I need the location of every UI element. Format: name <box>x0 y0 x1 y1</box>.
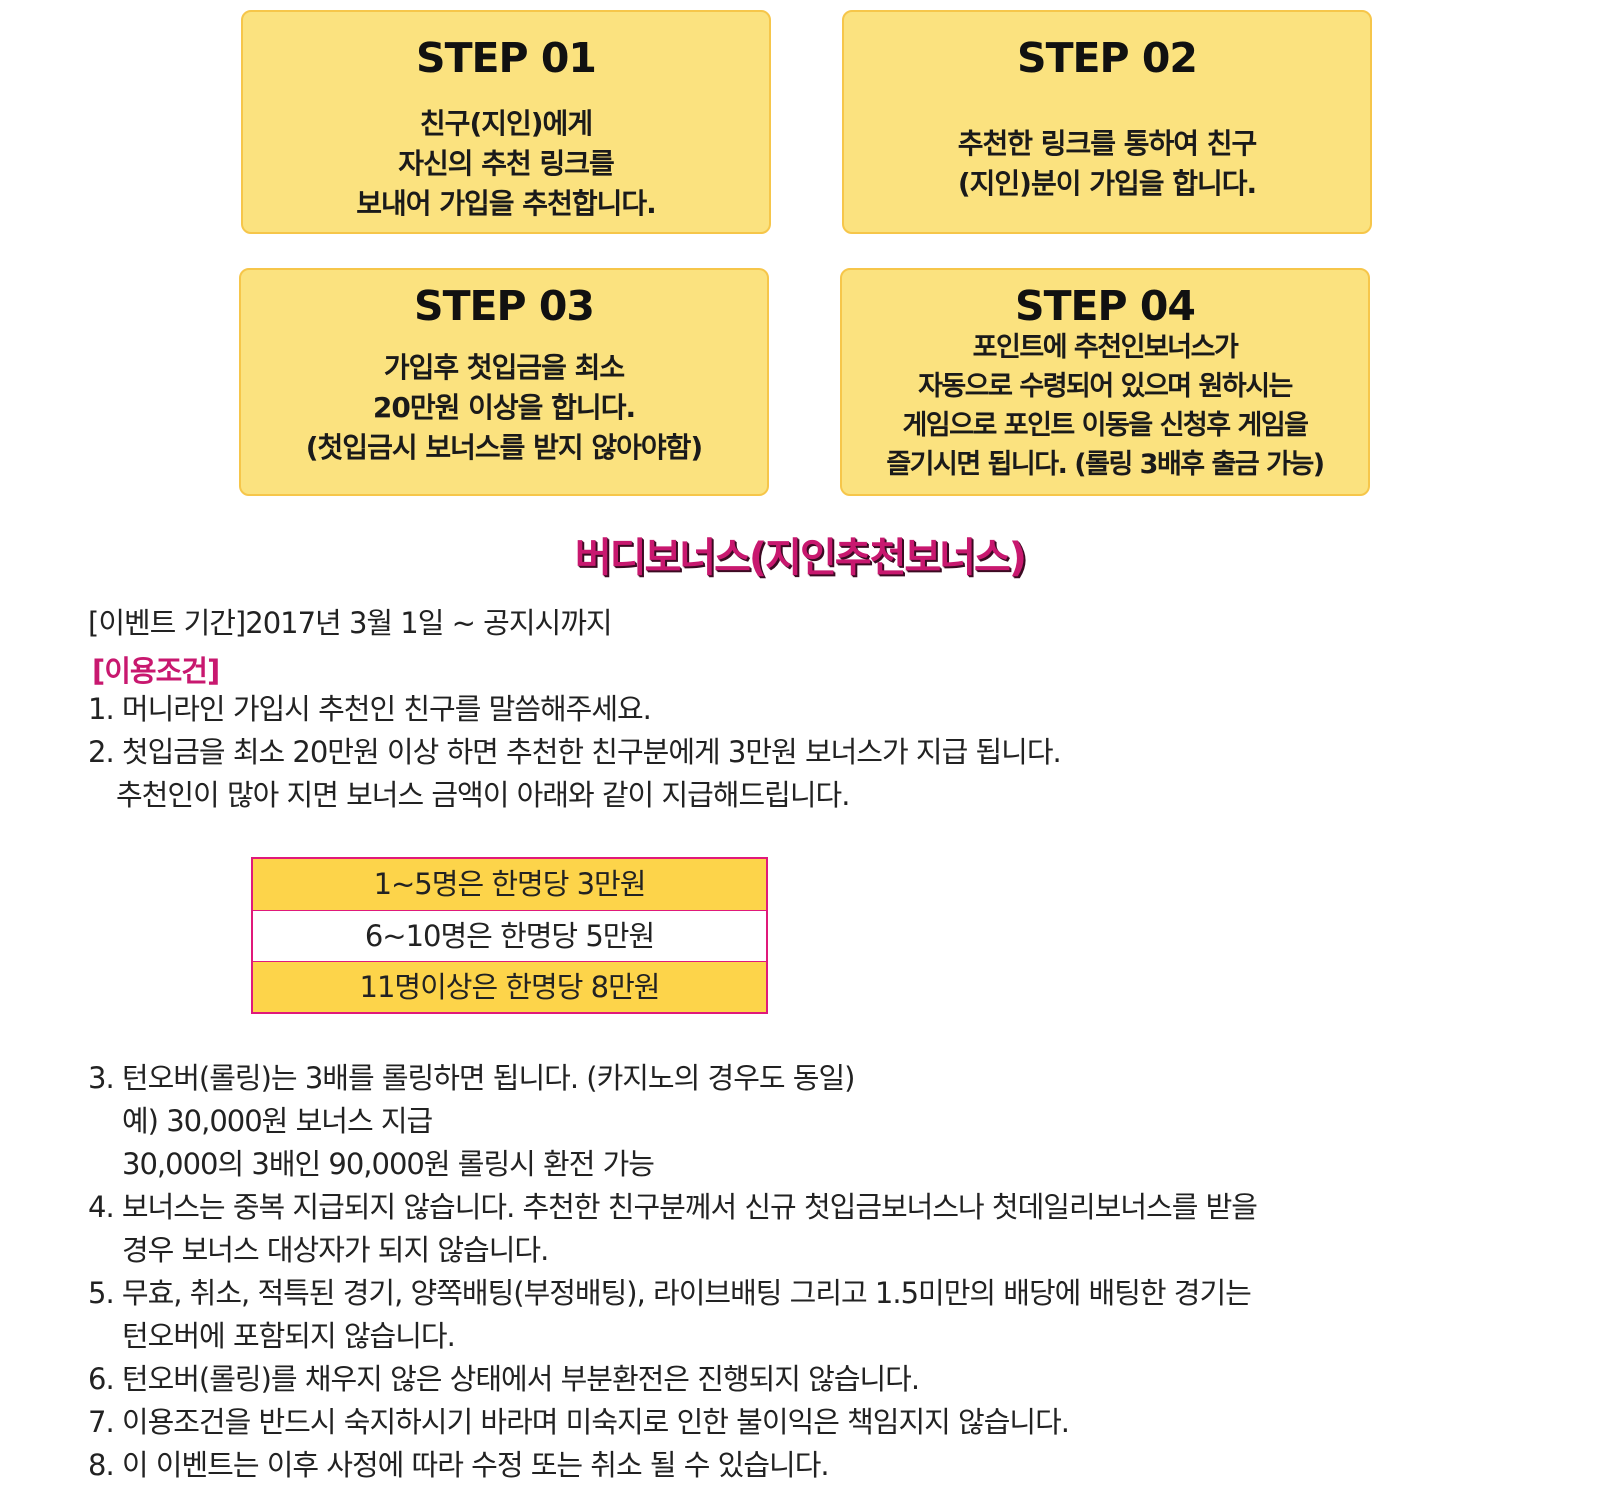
term-continuation: 30,000의 3배인 90,000원 롤링시 환전 가능 <box>122 1147 655 1181</box>
step-title: STEP 04 <box>1015 282 1196 330</box>
step-04-card: STEP 04 포인트에 추천인보너스가 자동으로 수령되어 있으며 원하시는 … <box>840 268 1370 496</box>
step-title: STEP 01 <box>416 34 597 82</box>
term-continuation: 경우 보너스 대상자가 되지 않습니다. <box>122 1233 549 1267</box>
event-period: [이벤트 기간]2017년 3월 1일 ~ 공지시까지 <box>88 606 613 640</box>
term-item: 4. 보너스는 중복 지급되지 않습니다. 추천한 친구분께서 신규 첫입금보너… <box>88 1190 1258 1224</box>
step-description: 포인트에 추천인보너스가 자동으로 수령되어 있으며 원하시는 게임으로 포인트… <box>886 332 1325 480</box>
step-description: 가입후 첫입금을 최소 20만원 이상을 합니다. (첫입금시 보너스를 받지 … <box>305 351 703 464</box>
bonus-table-row: 1~5명은 한명당 3만원 <box>253 859 766 910</box>
step-description: 친구(지인)에게 자신의 추천 링크를 보내어 가입을 추천합니다. <box>356 107 657 220</box>
step-02-card: STEP 02 추천한 링크를 통하여 친구 (지인)분이 가입을 합니다. <box>842 10 1372 234</box>
bonus-table-row: 6~10명은 한명당 5만원 <box>253 910 766 961</box>
term-item: 5. 무효, 취소, 적특된 경기, 양쪽배팅(부정배팅), 라이브배팅 그리고… <box>88 1276 1252 1310</box>
term-item: 7. 이용조건을 반드시 숙지하시기 바라며 미숙지로 인한 불이익은 책임지지… <box>88 1405 1070 1439</box>
step-description: 추천한 링크를 통하여 친구 (지인)분이 가입을 합니다. <box>957 127 1258 200</box>
step-03-card: STEP 03 가입후 첫입금을 최소 20만원 이상을 합니다. (첫입금시 … <box>239 268 769 496</box>
term-continuation: 예) 30,000원 보너스 지급 <box>122 1104 433 1138</box>
term-item: 3. 턴오버(롤링)는 3배를 롤링하면 됩니다. (카지노의 경우도 동일) <box>88 1061 855 1095</box>
step-title: STEP 03 <box>414 282 595 330</box>
term-item: 6. 턴오버(롤링)를 채우지 않은 상태에서 부분환전은 진행되지 않습니다. <box>88 1362 920 1396</box>
section-title: 버디보너스(지인추천보너스) <box>574 535 1027 581</box>
term-continuation: 추천인이 많아 지면 보너스 금액이 아래와 같이 지급해드립니다. <box>116 778 850 812</box>
step-01-card: STEP 01 친구(지인)에게 자신의 추천 링크를 보내어 가입을 추천합니… <box>241 10 771 234</box>
term-item: 1. 머니라인 가입시 추천인 친구를 말씀해주세요. <box>88 692 652 726</box>
bonus-table-row: 11명이상은 한명당 8만원 <box>253 961 766 1012</box>
term-continuation: 턴오버에 포함되지 않습니다. <box>122 1319 456 1353</box>
term-item: 2. 첫입금을 최소 20만원 이상 하면 추천한 친구분에게 3만원 보너스가… <box>88 735 1062 769</box>
step-title: STEP 02 <box>1017 34 1198 82</box>
conditions-label: [이용조건] <box>92 654 220 688</box>
bonus-table: 1~5명은 한명당 3만원 6~10명은 한명당 5만원 11명이상은 한명당 … <box>251 857 768 1014</box>
term-item: 8. 이 이벤트는 이후 사정에 따라 수정 또는 취소 될 수 있습니다. <box>88 1448 830 1482</box>
